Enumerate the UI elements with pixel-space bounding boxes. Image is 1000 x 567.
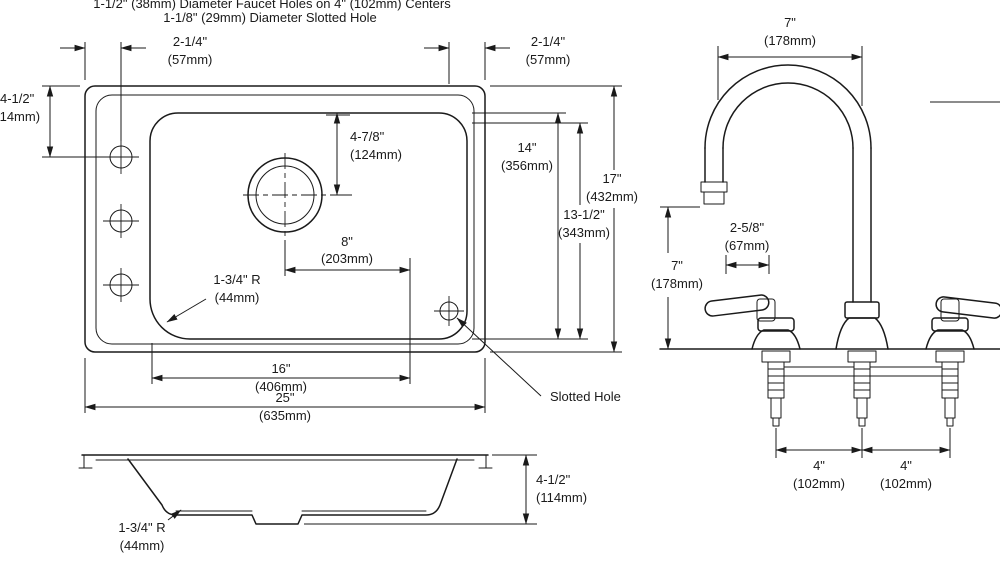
dim-spout-height: 7" (178mm) [651, 206, 703, 350]
note-slotted-hole: 1-1/8" (29mm) Diameter Slotted Hole [163, 10, 376, 25]
sink-outline [84, 85, 486, 353]
slotted-hole-callout: Slotted Hole [456, 317, 621, 404]
corner-radius-in: 1-3/4" R [213, 272, 260, 287]
dim-drain-8-mm: (203mm) [321, 251, 373, 266]
dim-offset-right: 2-1/4" (57mm) [424, 34, 570, 84]
dim-bowl-14-mm: (356mm) [501, 158, 553, 173]
note-corner-radius: 1-3/4" R (44mm) [166, 272, 261, 323]
dim-depth: 4-1/2" (114mm) [304, 454, 587, 525]
shank-left [761, 350, 791, 427]
dim-bowl-13-5: 13-1/2" (343mm) [472, 122, 610, 340]
dim-center-right-mm: (102mm) [880, 476, 932, 491]
dim-offset-right-mm: (57mm) [526, 52, 571, 67]
dim-holes-to-drain-in: 4-7/8" [350, 129, 385, 144]
slotted-hole [434, 296, 464, 326]
dim-offset-left-mm: (57mm) [168, 52, 213, 67]
dim-offset-right-in: 2-1/4" [531, 34, 566, 49]
dim-bowl-14: 14" (356mm) [472, 112, 588, 340]
bottom-radius-in: 1-3/4" R [118, 520, 165, 535]
dim-center-left: 4" (102mm) [775, 428, 863, 491]
drain-hole [243, 153, 327, 237]
faucet-hole [103, 140, 139, 174]
dim-center-left-in: 4" [813, 458, 825, 473]
sink-top-view: 2-1/4" (57mm) 2-1/4" (57mm) 4-1/2" (114m… [0, 34, 638, 423]
dim-bowl-16-mm: (406mm) [255, 379, 307, 394]
dim-offset-left: 2-1/4" (57mm) [60, 34, 212, 141]
dim-edge-to-holes-mm: (114mm) [0, 109, 40, 124]
dim-spout-reach-in: 7" [784, 15, 796, 30]
faucet-outline [659, 64, 1000, 427]
dim-overall-25: 25" (635mm) [84, 358, 486, 423]
dim-bowl-16-in: 16" [271, 361, 290, 376]
bottom-radius-mm: (44mm) [120, 538, 165, 553]
shank-right [935, 350, 965, 427]
dim-overall-17: 17" (432mm) [490, 85, 638, 353]
dim-spout-reach: 7" (178mm) [717, 15, 863, 106]
dim-center-left-mm: (102mm) [793, 476, 845, 491]
shank-center [847, 350, 877, 427]
dim-edge-to-holes: 4-1/2" (114mm) [0, 85, 103, 158]
corner-radius-mm: (44mm) [215, 290, 260, 305]
side-outline [78, 454, 493, 525]
faucet-side-view: 7" (178mm) 2-5/8" (67mm) 7" (178mm) 4" (… [651, 15, 1000, 491]
dim-center-right: 4" (102mm) [861, 428, 951, 491]
faucet-hole [103, 268, 139, 302]
dim-holes-to-drain-mm: (124mm) [350, 147, 402, 162]
dim-spout-height-mm: (178mm) [651, 276, 703, 291]
dim-spout-reach-mm: (178mm) [764, 33, 816, 48]
dim-spout-offset-in: 2-5/8" [730, 220, 765, 235]
dim-overall-25-mm: (635mm) [259, 408, 311, 423]
dim-bowl-16: 16" (406mm) [151, 343, 411, 394]
dim-spout-offset-mm: (67mm) [725, 238, 770, 253]
dim-overall-17-mm: (432mm) [586, 189, 638, 204]
faucet-hole [103, 204, 139, 238]
dim-center-right-in: 4" [900, 458, 912, 473]
dim-drain-8-in: 8" [341, 234, 353, 249]
dim-spout-offset: 2-5/8" (67mm) [725, 220, 770, 274]
note-bottom-radius: 1-3/4" R (44mm) [118, 509, 182, 553]
dim-drain-8: 8" (203mm) [284, 234, 411, 384]
dim-overall-17-in: 17" [602, 171, 621, 186]
dim-overall-25-in: 25" [275, 390, 294, 405]
dim-edge-to-holes-in: 4-1/2" [0, 91, 35, 106]
right-handle [935, 296, 1000, 319]
dim-bowl-13-5-mm: (343mm) [558, 225, 610, 240]
dim-depth-in: 4-1/2" [536, 472, 571, 487]
dim-spout-height-in: 7" [671, 258, 683, 273]
sink-side-view: 4-1/2" (114mm) 1-3/4" R (44mm) [78, 454, 587, 553]
dim-bowl-14-in: 14" [517, 140, 536, 155]
slotted-hole-label: Slotted Hole [550, 389, 621, 404]
dim-offset-left-in: 2-1/4" [173, 34, 208, 49]
dim-bowl-13-5-in: 13-1/2" [563, 207, 605, 222]
dim-depth-mm: (114mm) [536, 490, 587, 505]
dimension-notes: 1-1/2" (38mm) Diameter Faucet Holes on 4… [93, 0, 451, 25]
dim-holes-to-drain: 4-7/8" (124mm) [326, 112, 402, 196]
left-handle [704, 294, 770, 317]
note-faucet-holes: 1-1/2" (38mm) Diameter Faucet Holes on 4… [93, 0, 451, 11]
